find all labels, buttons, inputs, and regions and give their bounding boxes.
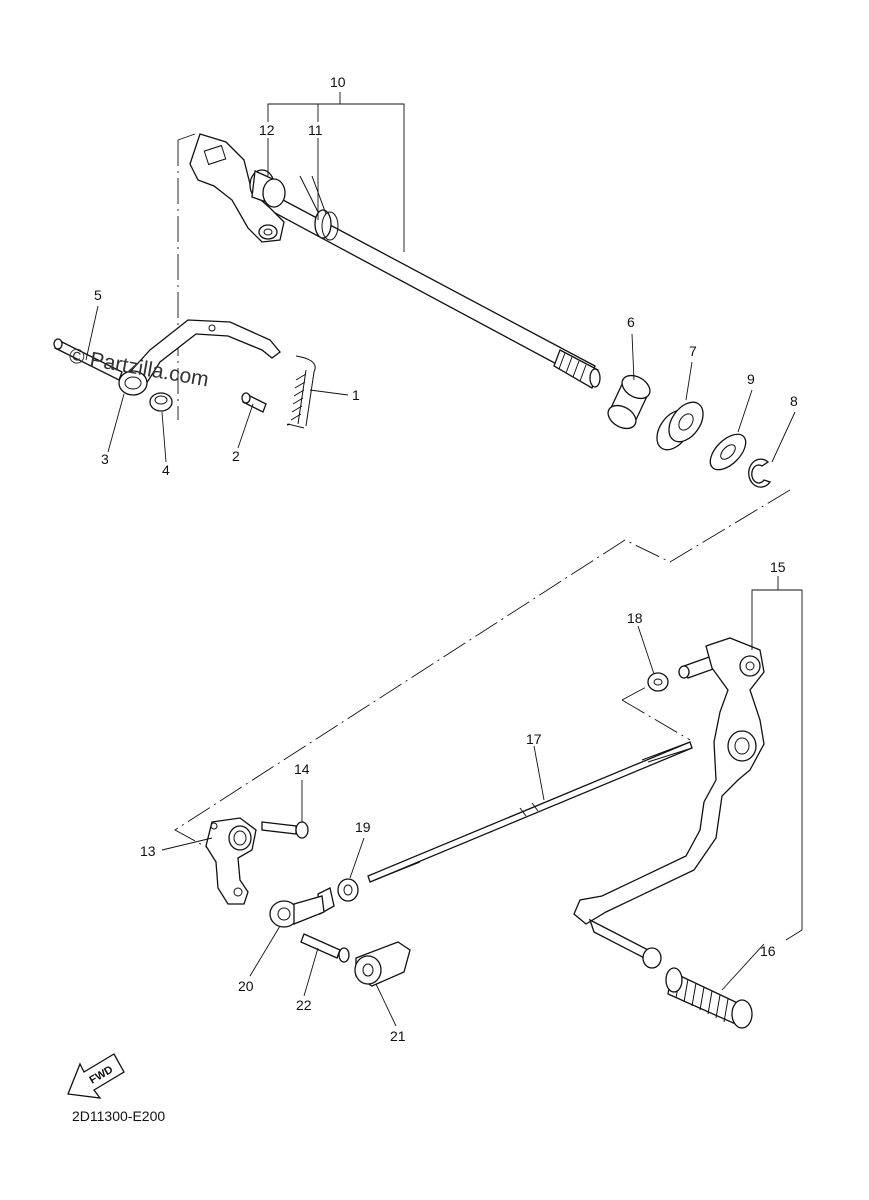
group-brackets: [267, 92, 803, 941]
callout-20: 20: [238, 978, 254, 994]
callout-22: 22: [296, 997, 312, 1013]
diagram-code: 2D11300-E200: [72, 1108, 165, 1124]
callout-11: 11: [308, 122, 323, 138]
shift-pedal-group: [573, 637, 765, 1029]
callout-4: 4: [162, 462, 170, 478]
fwd-arrow-icon: [67, 1053, 125, 1099]
callout-2: 2: [232, 448, 240, 464]
callout-17: 17: [526, 731, 542, 747]
callout-14: 14: [294, 761, 310, 777]
shaft-bearing-group: [607, 374, 772, 488]
callout-5: 5: [94, 287, 102, 303]
callout-13: 13: [140, 843, 156, 859]
callout-21: 21: [390, 1028, 406, 1044]
callout-12: 12: [259, 122, 275, 138]
callout-18: 18: [627, 610, 643, 626]
leader-lines: [85, 305, 796, 1027]
callout-8: 8: [790, 393, 798, 409]
callout-19: 19: [355, 819, 371, 835]
assembly-guide-lines: [174, 133, 791, 849]
shift-shaft: [189, 133, 601, 389]
shift-arm-group: [205, 817, 309, 905]
callout-7: 7: [689, 343, 697, 359]
callout-labels: 1 2 3 4 5 6 7 8 9 10 11 12 13 14 15 16 1…: [94, 74, 798, 1044]
callout-15: 15: [770, 559, 786, 575]
callout-10: 10: [330, 74, 346, 90]
fwd-arrow: FWD: [67, 1053, 125, 1099]
stopper-lever-group: [53, 319, 316, 429]
callout-6: 6: [627, 314, 635, 330]
callout-1: 1: [352, 387, 360, 403]
shift-rod-group: [269, 741, 693, 987]
callout-3: 3: [101, 451, 109, 467]
callout-9: 9: [747, 371, 755, 387]
callout-16: 16: [760, 943, 776, 959]
